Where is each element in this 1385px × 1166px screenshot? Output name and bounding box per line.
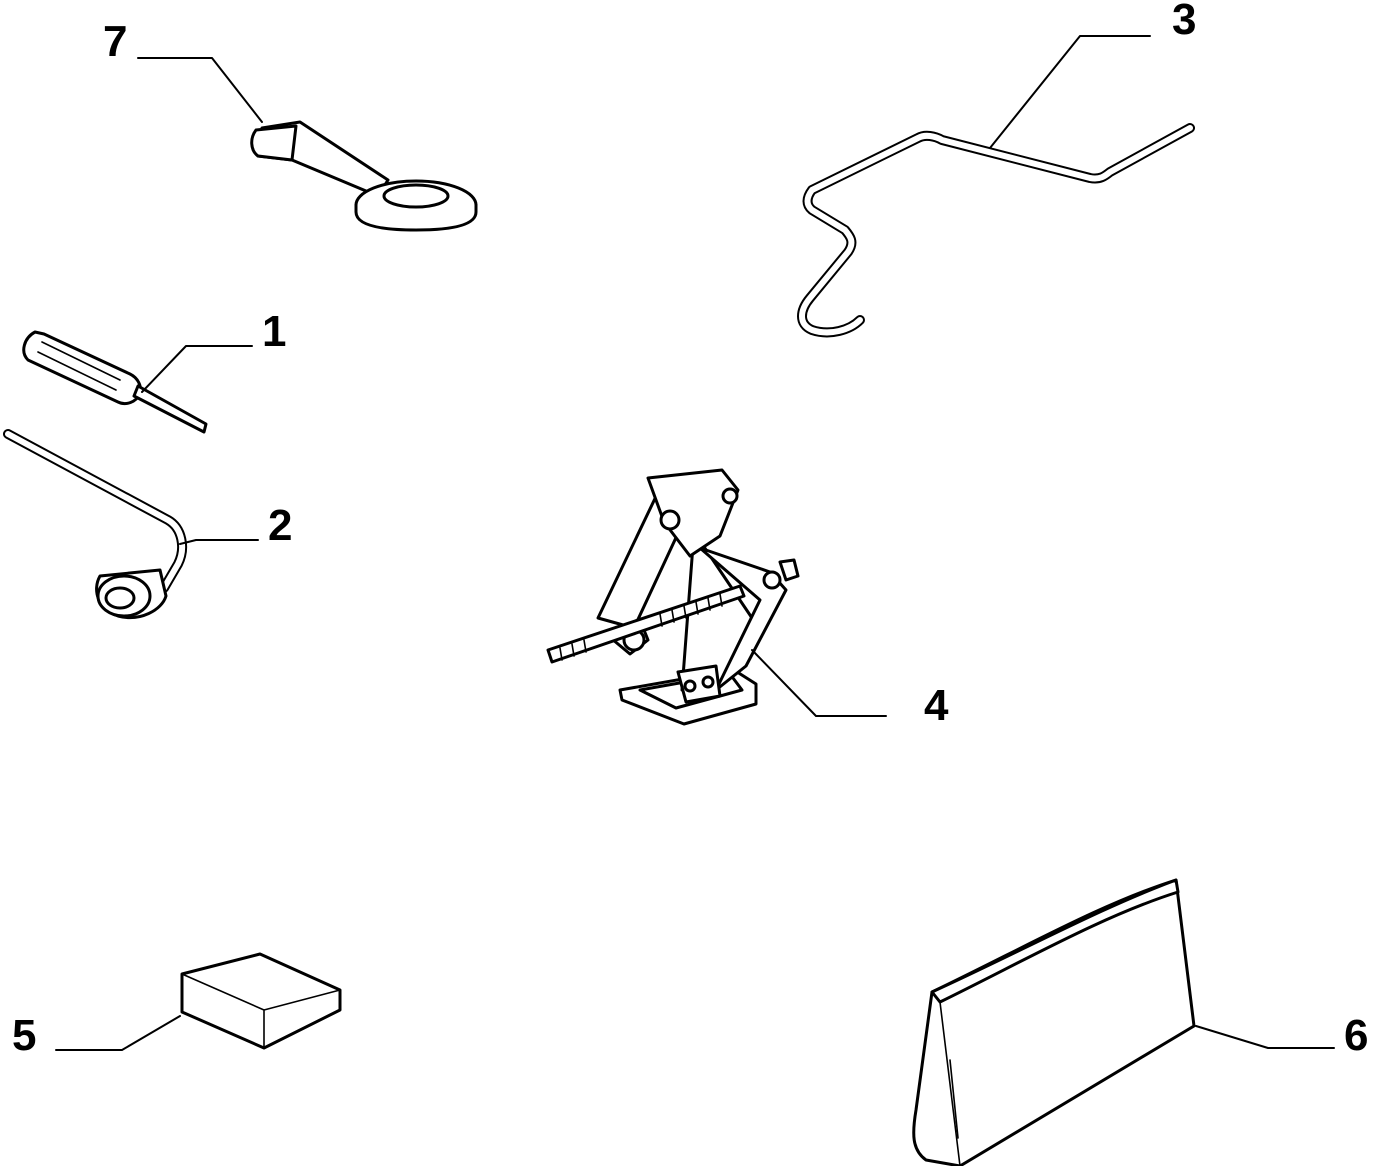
screwdriver-part <box>22 330 208 434</box>
wheel-wrench-part <box>3 429 188 619</box>
callout-1-number: 1 <box>262 307 286 356</box>
scissor-jack-part <box>546 468 800 726</box>
callout-7-leader <box>137 57 263 123</box>
hubcap-hook-tool-part <box>797 123 1195 338</box>
callout-6-number: 6 <box>1344 1011 1368 1060</box>
callout-5-number: 5 <box>12 1011 36 1060</box>
callout-5: 5 <box>12 1011 181 1060</box>
callout-4-leader <box>751 649 887 717</box>
callout-1-leader <box>141 345 253 393</box>
callout-1: 1 <box>141 307 286 393</box>
callout-6: 6 <box>1195 1011 1368 1060</box>
callout-3-number: 3 <box>1172 0 1196 44</box>
callout-2: 2 <box>179 501 292 550</box>
callout-5-leader <box>55 1015 181 1051</box>
callout-4: 4 <box>751 649 949 730</box>
wheel-chock-part <box>912 878 1196 1166</box>
callout-7: 7 <box>103 17 263 123</box>
callout-2-leader <box>179 539 259 545</box>
block-part <box>180 952 342 1050</box>
callout-6-leader <box>1195 1025 1335 1049</box>
callout-4-number: 4 <box>924 681 949 730</box>
callout-3-leader <box>989 35 1151 149</box>
tow-hook-part <box>250 120 478 232</box>
callout-2-number: 2 <box>268 501 292 550</box>
callout-7-number: 7 <box>103 17 127 66</box>
callout-3: 3 <box>989 0 1196 149</box>
